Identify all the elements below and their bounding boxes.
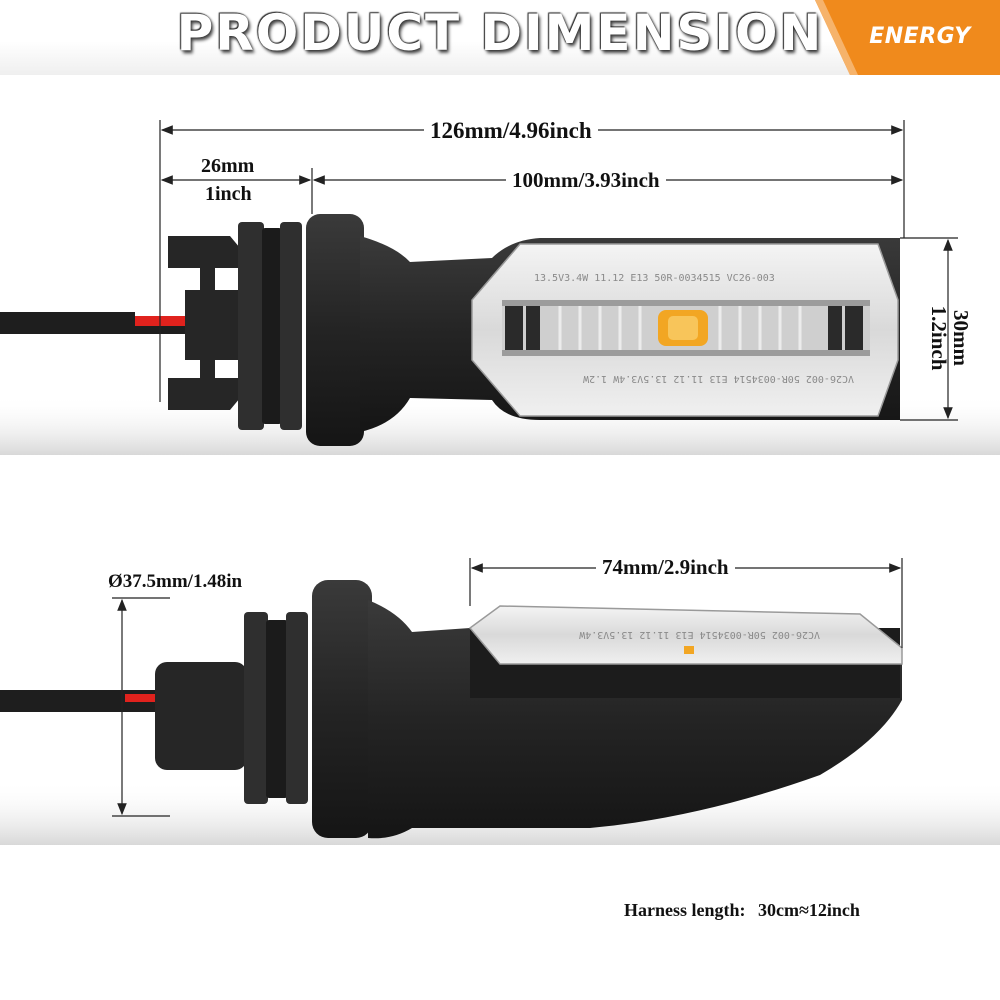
harness-length-value: 30cm≈12inch: [758, 900, 860, 920]
harness-length-label: Harness length:: [624, 900, 746, 920]
side-gasket-2: [286, 612, 308, 804]
top-flange: [306, 214, 364, 446]
top-plug-clip: [168, 236, 240, 410]
top-wire-red: [135, 316, 215, 326]
side-plug: [155, 662, 247, 770]
brand-tab: ENERGY: [815, 0, 1000, 75]
label-height-mm: 30mm: [949, 310, 974, 367]
brand-tab-shape: [815, 0, 1000, 75]
side-view-indicator: [0, 580, 903, 839]
label-base-length-mm: 26mm: [201, 155, 255, 177]
label-overall-length: 126mm/4.96inch: [424, 119, 598, 142]
side-gasket-1: [244, 612, 268, 804]
top-lens-text-lower: VC26-002 50R-0034514 E13 11.12 13.5V3.4W…: [583, 373, 854, 384]
top-wire-black: [0, 312, 135, 334]
brand-logo: ENERGY: [869, 24, 971, 49]
label-height: 30mm 1.2inch: [927, 293, 974, 383]
top-lens-text-upper: 13.5V3.4W 11.12 E13 50R-0034515 VC26-003: [534, 273, 775, 284]
header-banner: PRODUCT DIMENSION ENERGY: [0, 0, 1000, 75]
side-lens: [468, 605, 903, 665]
label-base-length-in: 1inch: [199, 184, 258, 204]
top-gasket-2: [280, 222, 302, 430]
page-title: PRODUCT DIMENSION: [176, 4, 824, 62]
side-wire-red: [125, 694, 165, 702]
side-flange: [312, 580, 372, 838]
side-led-amber: [684, 646, 694, 654]
top-gasket-1: [238, 222, 264, 430]
label-lens-length: 100mm/3.93inch: [506, 170, 666, 191]
harness-length-note: Harness length: 30cm≈12inch: [624, 900, 860, 921]
side-lens-text: VC26-002 50R-0034514 E13 11.12 13.5V3.4W: [579, 629, 820, 640]
label-diameter: Ø37.5mm/1.48in: [106, 571, 245, 592]
top-view-indicator: [0, 214, 900, 446]
label-height-in: 1.2inch: [927, 305, 951, 371]
label-side-lens-length: 74mm/2.9inch: [596, 557, 735, 578]
